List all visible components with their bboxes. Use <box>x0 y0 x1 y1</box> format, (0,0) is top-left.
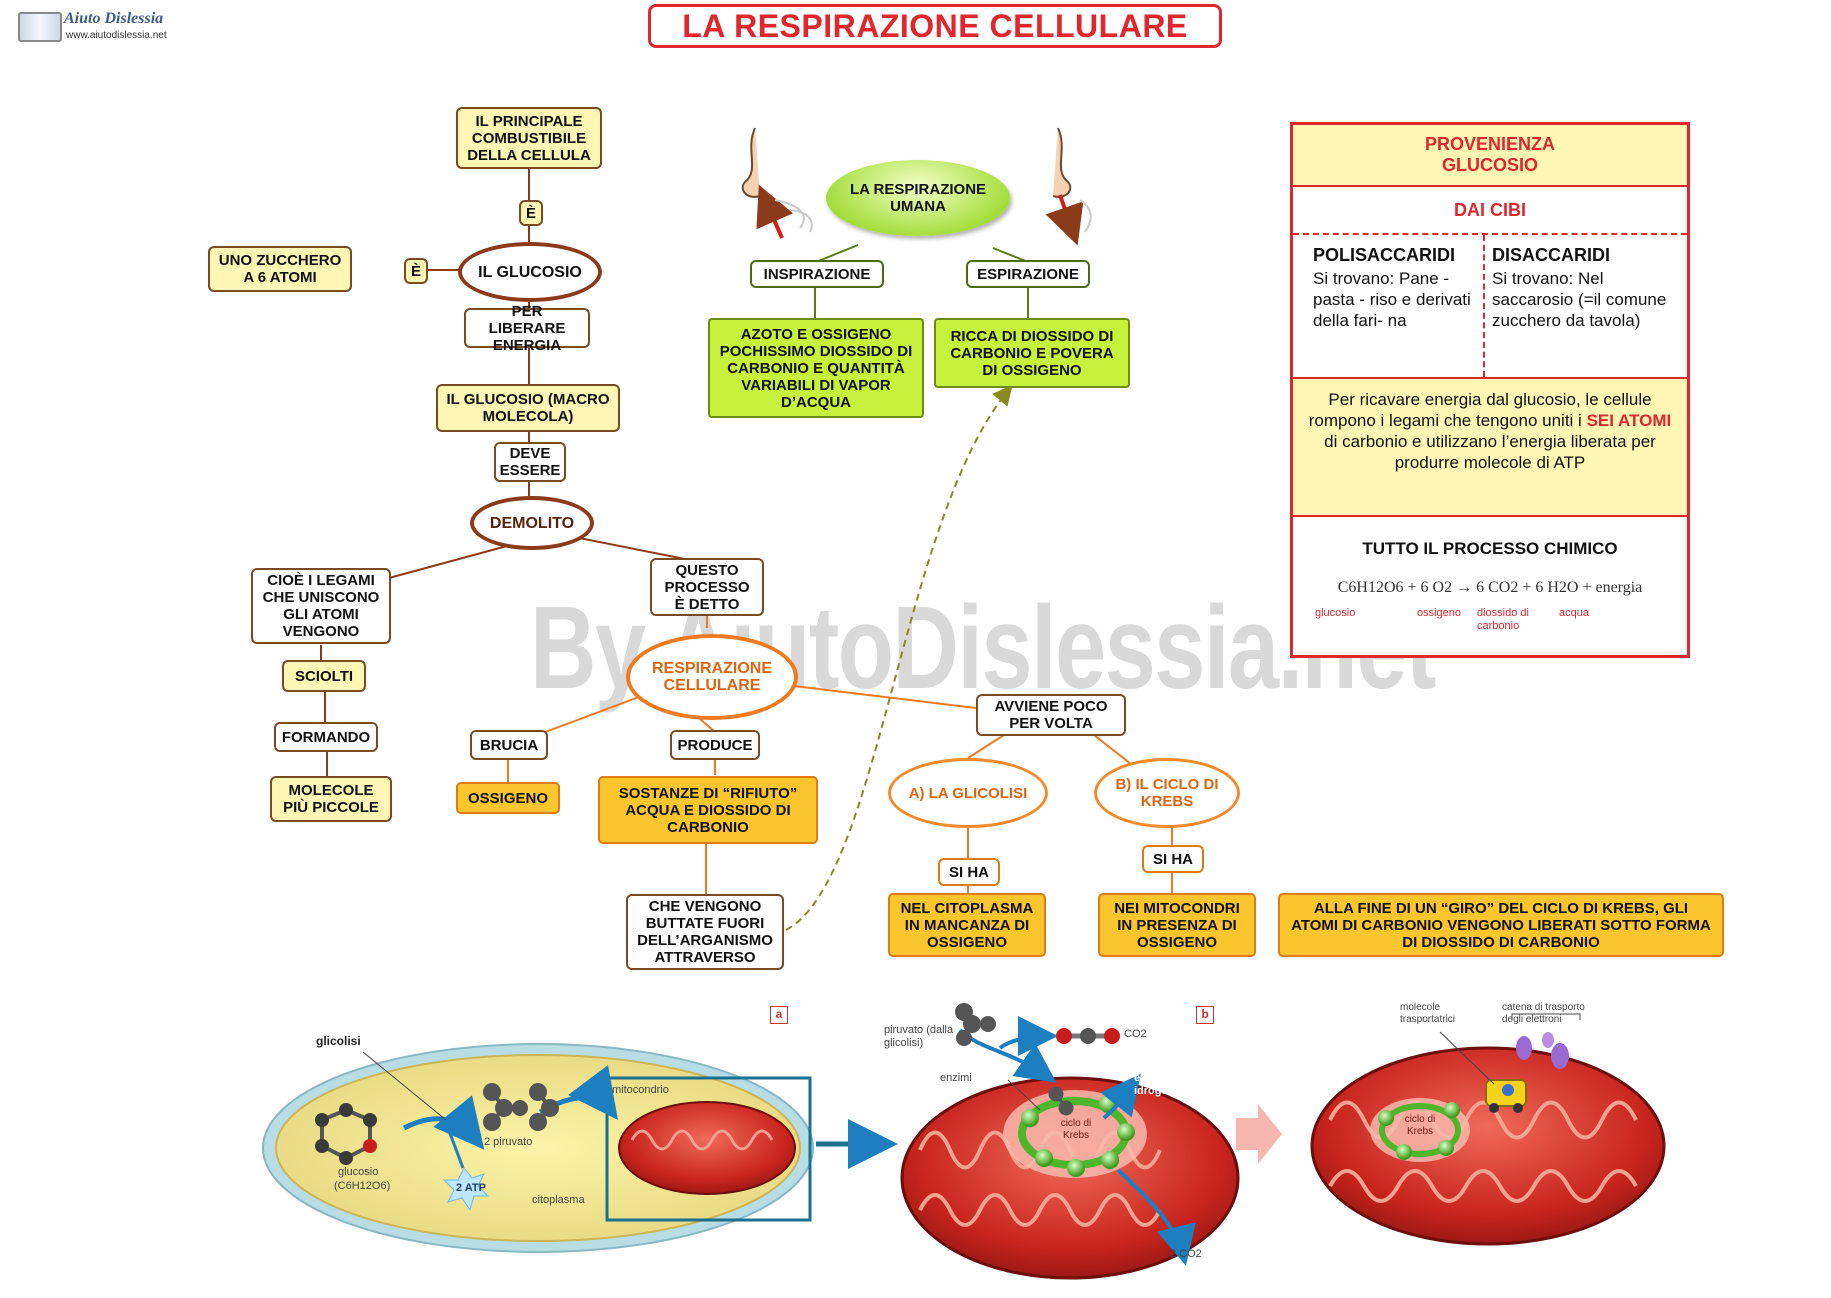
panel-column-divider <box>1483 235 1485 377</box>
logo: Aiuto Dislessia www.aiutodislessia.net <box>18 10 178 44</box>
figure-cell <box>262 1043 814 1253</box>
label-piruvato-glicolisi: piruvato (dalla glicolisi) <box>884 1024 954 1049</box>
label-ciclo-krebs-2: ciclo di Krebs <box>1404 1114 1436 1137</box>
page-title: LA RESPIRAZIONE CELLULARE <box>648 4 1222 48</box>
label-catena-trasporto: catena di trasporto degli elettroni <box>1502 1002 1585 1025</box>
node-deve-essere: DEVE ESSERE <box>494 442 566 482</box>
node-demolito: DEMOLITO <box>470 496 594 550</box>
panel-provenienza: PROVENIENZA GLUCOSIO <box>1293 125 1687 187</box>
node-espirazione: ESPIRAZIONE <box>966 260 1090 288</box>
node-citoplasma: NEL CITOPLASMA IN MANCANZA DI OSSIGENO <box>888 893 1046 957</box>
node-per-liberare: PER LIBERARE ENERGIA <box>464 303 590 354</box>
figure-mitochondrion-krebs <box>900 1003 1240 1280</box>
label-glucosio: glucosio <box>338 1166 379 1178</box>
node-inhaled-air: AZOTO E OSSIGENO POCHISSIMO DIOSSIDO DI … <box>708 318 924 418</box>
book-icon <box>18 12 62 42</box>
panel-saccharides: POLISACCARIDI Si trovano: Pane - pasta -… <box>1293 235 1687 379</box>
eq-label-glucosio: glucosio <box>1315 607 1356 619</box>
pyruvate-icon <box>955 1003 996 1046</box>
label-2-atp: 2 ATP <box>456 1182 486 1194</box>
label-glicolisi: glicolisi <box>316 1034 361 1048</box>
processo-title: TUTTO IL PROCESSO CHIMICO <box>1362 539 1618 558</box>
label-2-co2: 2 CO2 <box>1170 1248 1202 1260</box>
glucose-molecule-icon <box>315 1103 377 1165</box>
energia-text-1: Per ricavare energia dal glucosio, le ce… <box>1308 390 1652 430</box>
node-zucchero: UNO ZUCCHERO A 6 ATOMI <box>208 246 352 292</box>
label-enzimi: enzimi <box>940 1072 972 1084</box>
exhale-dashed-arrow <box>785 384 1013 931</box>
label-citoplasma: citoplasma <box>532 1194 585 1206</box>
node-exhaled-air: RICCA DI DIOSSIDO DI CARBONIO E POVERA D… <box>934 318 1130 388</box>
node-combustibile: IL PRINCIPALE COMBUSTIBILE DELLA CELLULA <box>456 107 602 169</box>
nose-inhale-icon <box>741 127 813 239</box>
acetyl-molecule-icon <box>1048 1086 1074 1116</box>
co2-molecule-icon <box>1056 1028 1120 1044</box>
label-glucose-formula: (C6H12O6) <box>334 1180 391 1192</box>
node-brucia: BRUCIA <box>470 730 548 760</box>
node-produce: PRODUCE <box>670 730 760 760</box>
panel-processo: TUTTO IL PROCESSO CHIMICO C6H12O6 + 6 O2… <box>1293 517 1687 655</box>
electron-chain-icon <box>1516 1032 1569 1069</box>
node-questo-processo: QUESTO PROCESSO È DETTO <box>650 558 764 616</box>
figure-panel-a-badge: a <box>770 1006 788 1024</box>
arrow-b-to-c <box>1236 1104 1282 1164</box>
energia-text-2: di carbonio e utilizzano l’energia liber… <box>1324 432 1656 472</box>
disaccaridi-column: DISACCARIDI Si trovano: Nel saccarosio (… <box>1492 245 1678 331</box>
node-e-link-1: È <box>519 200 543 226</box>
node-glucosio: IL GLUCOSIO <box>458 242 602 302</box>
transport-carrier-icon <box>1485 1079 1527 1113</box>
logo-url: www.aiutodislessia.net <box>66 30 167 41</box>
node-formando: FORMANDO <box>274 722 378 752</box>
panel-dai-cibi: DAI CIBI <box>1293 187 1687 235</box>
panel-provenienza-text: PROVENIENZA GLUCOSIO <box>1425 134 1556 175</box>
process-connectors <box>507 611 1173 894</box>
node-buttate: CHE VENGONO BUTTATE FUORI DELL’ARGANISMO… <box>626 894 784 970</box>
node-avviene: AVVIENE POCO PER VOLTA <box>976 694 1126 736</box>
node-si-ha-1: SI HA <box>938 858 1000 886</box>
node-cioe: CIOÈ I LEGAMI CHE UNISCONO GLI ATOMI VEN… <box>251 568 391 644</box>
label-2-piruvato: 2 piruvato <box>484 1136 533 1148</box>
logo-text: Aiuto Dislessia <box>64 10 164 27</box>
node-glicolisi: A) LA GLICOLISI <box>888 758 1048 828</box>
glucose-info-panel: PROVENIENZA GLUCOSIO DAI CIBI POLISACCAR… <box>1290 122 1690 658</box>
chemical-equation: C6H12O6 + 6 O2 → 6 CO2 + 6 H2O + energia <box>1337 579 1643 596</box>
polisaccaridi-text: Si trovano: Pane - pasta - riso e deriva… <box>1313 269 1471 330</box>
node-mitocondri: NEI MITOCONDRI IN PRESENZA DI OSSIGENO <box>1098 893 1256 957</box>
node-inspirazione: INSPIRAZIONE <box>750 260 884 288</box>
eq-label-diossido: diossido di carbonio <box>1477 607 1529 632</box>
disaccaridi-title: DISACCARIDI <box>1492 245 1611 265</box>
node-sciolti: SCIOLTI <box>282 660 366 692</box>
node-respirazione-cellulare: RESPIRAZIONE CELLULARE <box>626 634 798 720</box>
figure-panel-b-badge: b <box>1196 1006 1214 1024</box>
label-mitocondrio: mitocondrio <box>612 1084 669 1096</box>
label-co2: CO2 <box>1124 1028 1147 1040</box>
human-connectors <box>814 244 1029 318</box>
polisaccaridi-title: POLISACCARIDI <box>1313 245 1456 265</box>
node-rifiuto: SOSTANZE DI “RIFIUTO” ACQUA E DIOSSIDO D… <box>598 776 818 844</box>
node-macro: IL GLUCOSIO (MACRO MOLECOLA) <box>436 384 620 432</box>
node-e-link-2: È <box>404 258 428 284</box>
human-respiration-title: LA RESPIRAZIONE UMANA <box>826 160 1010 236</box>
node-krebs: B) IL CICLO DI KREBS <box>1094 758 1240 828</box>
node-si-ha-2: SI HA <box>1142 845 1204 873</box>
panel-dai-cibi-text: DAI CIBI <box>1454 199 1526 220</box>
eq-label-ossigeno: ossigeno <box>1417 607 1462 619</box>
energia-highlight: SEI ATOMI <box>1586 411 1672 430</box>
node-ossigeno: OSSIGENO <box>456 782 560 814</box>
node-molecole: MOLECOLE PIÙ PICCOLE <box>270 776 392 822</box>
panel-energia: Per ricavare energia dal glucosio, le ce… <box>1293 379 1687 517</box>
pyruvate-molecule-icon <box>483 1083 559 1131</box>
eq-label-acqua: acqua <box>1559 607 1589 619</box>
label-molecole-trasportatrici: molecole trasportatrici <box>1400 1002 1456 1025</box>
disaccaridi-text: Si trovano: Nel saccarosio (=il comune z… <box>1492 269 1667 330</box>
nose-exhale-icon <box>1045 127 1092 246</box>
figure-mitochondrion-etc <box>1310 1013 1666 1246</box>
label-ciclo-krebs-1: ciclo di Krebs <box>1060 1118 1092 1141</box>
label-elettroni: elettroni e ioni idrogeno <box>1134 1072 1210 1097</box>
node-fine-giro: ALLA FINE DI UN “GIRO” DEL CICLO DI KREB… <box>1278 893 1724 957</box>
polisaccaridi-column: POLISACCARIDI Si trovano: Pane - pasta -… <box>1313 245 1473 331</box>
